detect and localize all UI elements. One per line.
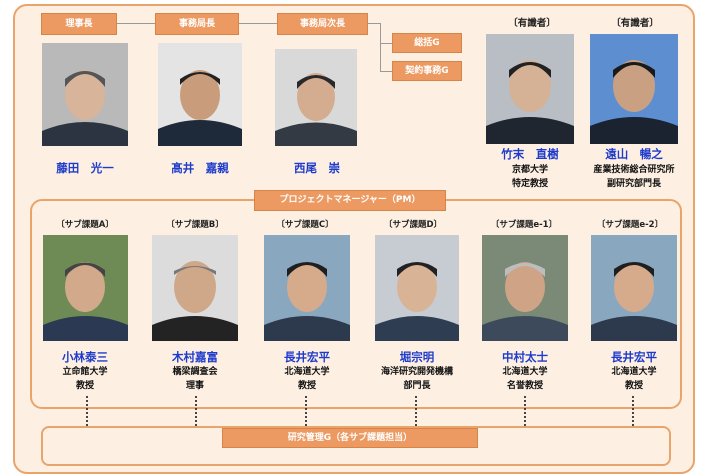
dotted-connector (86, 396, 88, 426)
person-name: 遠山 暢之 (605, 147, 663, 161)
subtask-label: 〔サブ課題A〕 (56, 220, 114, 230)
person-affiliation: 橋梁調査会 (172, 367, 218, 377)
portrait-photo (591, 235, 677, 341)
person-affiliation: 京都大学 (511, 165, 548, 175)
portrait-photo (375, 235, 459, 341)
connector-line (380, 23, 381, 71)
person-name: 堀宗明 (399, 350, 435, 364)
portrait-photo (42, 43, 128, 146)
person-affiliation: 海洋研究開発機構 (380, 367, 453, 377)
person-name: 木村嘉富 (172, 350, 218, 364)
portrait-photo (264, 235, 350, 341)
person-title: 副研究部門長 (606, 179, 661, 189)
person-affiliation: 北海道大学 (284, 367, 330, 377)
person-name: 長井宏平 (284, 350, 330, 364)
connector-line (368, 23, 380, 24)
person-name: 竹末 直樹 (501, 147, 559, 161)
person-title: 教授 (297, 381, 316, 391)
portrait-photo (275, 49, 357, 146)
dotted-connector (632, 396, 634, 426)
expert-label: 〔有識者〕 (508, 18, 556, 29)
dotted-connector (305, 396, 307, 426)
portrait-photo (158, 43, 242, 146)
portrait-photo (152, 235, 238, 341)
expert-label: 〔有識者〕 (611, 18, 659, 29)
subtask-label: 〔サブ課題B〕 (166, 220, 224, 230)
deputy-director-label: 事務局次長 (277, 13, 368, 35)
person-affiliation: 立命館大学 (62, 367, 108, 377)
portrait-photo (43, 235, 128, 341)
person-title: 教授 (75, 381, 94, 391)
dotted-connector (524, 396, 526, 426)
person-name: 髙井 嘉親 (171, 161, 229, 175)
dotted-connector (195, 396, 197, 426)
director-label: 事務局長 (155, 13, 239, 35)
connector-line (380, 71, 392, 72)
person-name: 長井宏平 (611, 350, 657, 364)
person-affiliation: 北海道大学 (611, 367, 657, 377)
subtask-label: 〔サブ課題e-2〕 (596, 220, 664, 230)
person-title: 教授 (624, 381, 643, 391)
person-name: 西尾 崇 (294, 161, 340, 175)
chair-label: 理事長 (41, 13, 117, 35)
person-title: 理事 (185, 381, 204, 391)
person-title: 特定教授 (511, 179, 548, 189)
person-title: 部門長 (403, 381, 431, 391)
dotted-connector (415, 396, 417, 426)
subtask-label: 〔サブ課題C〕 (276, 220, 334, 230)
subtask-label: 〔サブ課題D〕 (383, 220, 443, 230)
person-name: 藤田 光一 (56, 161, 114, 175)
connector-line (239, 23, 277, 24)
person-name: 中村太士 (502, 350, 548, 364)
portrait-photo (486, 34, 574, 144)
general-group-label: 総括G (392, 33, 462, 53)
pm-label: プロジェクトマネージャー（PM） (254, 190, 446, 211)
connector-line (380, 43, 392, 44)
pm-group-box (30, 199, 682, 409)
research-management-label: 研究管理G（各サブ課題担当） (222, 428, 478, 448)
person-affiliation: 産業技術総合研究所 (593, 165, 675, 175)
connector-line (117, 23, 155, 24)
person-affiliation: 北海道大学 (502, 367, 548, 377)
portrait-photo (482, 235, 568, 341)
portrait-photo (590, 34, 678, 144)
person-name: 小林泰三 (62, 350, 108, 364)
contract-group-label: 契約事務G (392, 61, 462, 81)
subtask-label: 〔サブ課題e-1〕 (490, 220, 558, 230)
person-title: 名誉教授 (506, 381, 543, 391)
